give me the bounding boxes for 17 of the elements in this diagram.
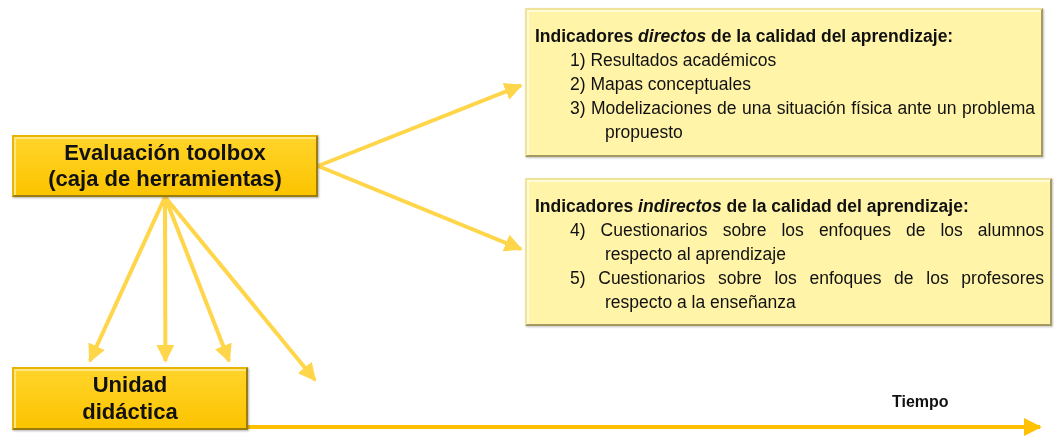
axis-label: Tiempo bbox=[892, 393, 949, 411]
process-box bbox=[12, 367, 248, 430]
box-title: Evaluación toolbox (caja de herramientas) bbox=[48, 139, 282, 193]
process-box bbox=[12, 135, 318, 197]
arrow bbox=[317, 83, 523, 168]
box-heading: Indicadores directos de la calidad del aprendizaje: bbox=[535, 25, 955, 48]
indicator-box bbox=[525, 178, 1052, 326]
list-item: 3) Modelizaciones de una situación física ante un problema propuesto bbox=[569, 97, 1035, 144]
list-item: 5) Cuestionarios sobre los enfoques de los profesores respecto a la enseñanza bbox=[569, 267, 1044, 314]
indicator-box bbox=[525, 8, 1043, 157]
arrow bbox=[248, 418, 1042, 436]
box-title: Unidad didáctica bbox=[81, 372, 179, 425]
arrow bbox=[317, 164, 523, 252]
list-item: 4) Cuestionarios sobre los enfoques de los alumnos respecto al aprendizaje bbox=[569, 219, 1044, 266]
list-item: 1) Resultados académicos bbox=[569, 49, 778, 72]
list-item: 2) Mapas conceptuales bbox=[569, 73, 752, 96]
box-heading: Indicadores indirectos de la calidad del aprendizaje: bbox=[535, 195, 970, 218]
